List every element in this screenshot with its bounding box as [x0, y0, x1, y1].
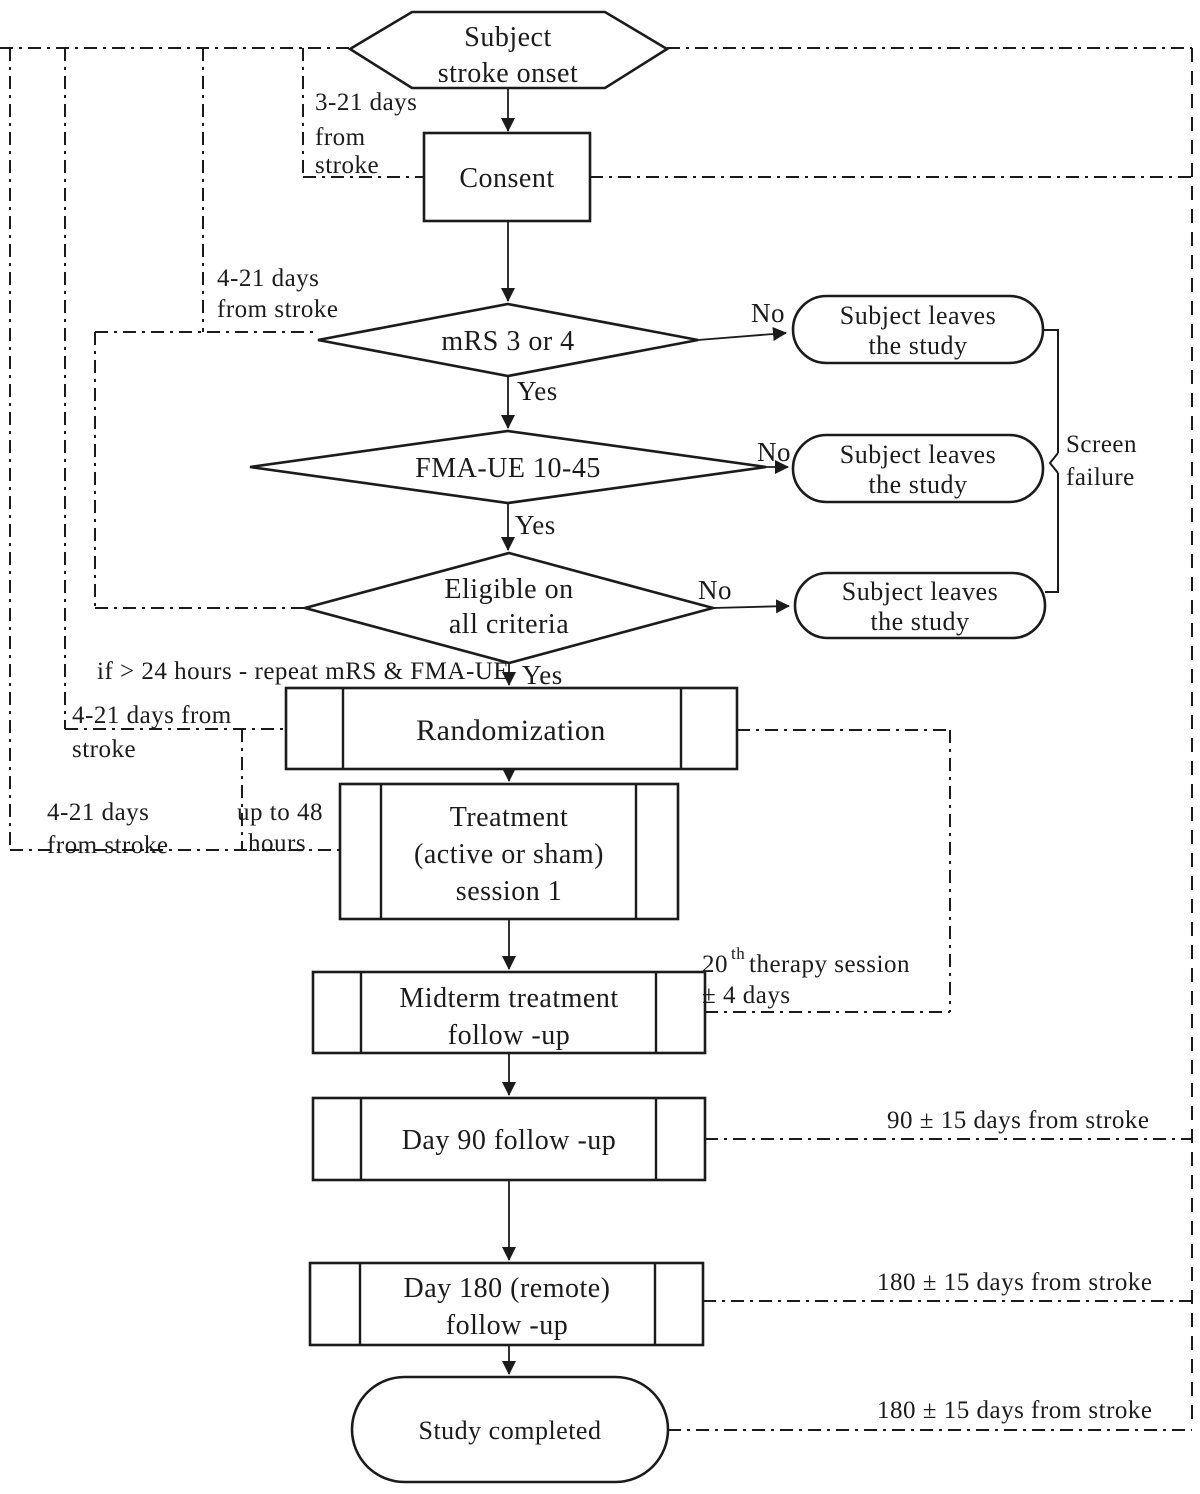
arrow-mrs-no — [697, 327, 787, 342]
fma-diamond — [249, 429, 767, 505]
screen-failure-brace — [1048, 452, 1059, 474]
leave-study-1-stadium — [791, 294, 1045, 365]
ann-4-21-screen-1: 4-21 days — [217, 265, 319, 292]
treatment-box — [338, 782, 680, 921]
ann-day180-window: 180 ± 15 days from stroke — [877, 1269, 1153, 1296]
no-label-3: No — [698, 575, 732, 605]
leave-study-1-label-1: Subject leaves — [840, 301, 996, 330]
leave-study-1-label-2: the study — [868, 331, 967, 360]
mrs-label: mRS 3 or 4 — [441, 326, 574, 357]
randomization-label: Randomization — [416, 714, 606, 747]
node-mrs-decision: mRS 3 or 4 — [317, 302, 699, 378]
ann-4-21-treat-2: from stroke — [47, 832, 168, 859]
midterm-box — [311, 970, 707, 1055]
node-stroke-onset: Subject stroke onset — [347, 10, 670, 90]
day180-box — [308, 1261, 705, 1347]
leave-study-2-label-2: the study — [868, 470, 967, 499]
screen-failure-label-1: Screen — [1066, 431, 1137, 458]
leave-study-3-stadium — [793, 571, 1047, 640]
day90-box — [311, 1096, 707, 1182]
no-label-2: No — [757, 437, 791, 467]
yes-label-3: Yes — [522, 660, 563, 690]
treatment-label-3: session 1 — [456, 876, 562, 907]
treatment-label-2: (active or sham) — [414, 839, 604, 870]
node-day90-followup: Day 90 follow -up — [311, 1096, 707, 1182]
eligible-label-1: Eligible on — [444, 574, 573, 605]
midterm-label-2: follow -up — [448, 1020, 570, 1051]
arrow-eligible-no — [712, 599, 790, 614]
yes-label-1: Yes — [517, 376, 558, 406]
ann-4-21-rand-1: 4-21 days from — [72, 702, 232, 729]
stroke-onset-hexagon — [347, 10, 670, 90]
ann-up-to-48-1: up to 48 — [237, 799, 323, 826]
day180-label-1: Day 180 (remote) — [403, 1273, 610, 1304]
node-consent: Consent — [422, 131, 592, 223]
eligible-label-2: all criteria — [449, 609, 569, 640]
consent-box — [422, 131, 592, 223]
completed-label: Study completed — [419, 1416, 602, 1445]
mrs-diamond — [317, 302, 699, 378]
randomization-box — [284, 686, 739, 771]
no-label-1: No — [751, 298, 785, 328]
day180-label-2: follow -up — [446, 1310, 568, 1341]
ann-3-21-days-3: stroke — [315, 152, 379, 179]
ann-completed-window: 180 ± 15 days from stroke — [877, 1397, 1153, 1424]
ann-session20-num: 20 — [702, 951, 728, 978]
ann-4-21-screen-2: from stroke — [217, 296, 338, 323]
consent-label: Consent — [459, 163, 554, 194]
leave-study-3-label-1: Subject leaves — [842, 577, 998, 606]
treatment-label-1: Treatment — [450, 802, 569, 833]
leave-study-3-label-2: the study — [870, 607, 969, 636]
edge-labels: Yes Yes Yes No No No Screen failure — [515, 298, 1137, 690]
screen-failure-line — [1043, 329, 1059, 593]
ann-session20-line2: ± 4 days — [702, 982, 791, 1009]
midterm-label-1: Midterm treatment — [399, 983, 618, 1014]
ann-session20-rest: therapy session — [749, 951, 910, 978]
node-day180-followup: Day 180 (remote) follow -up — [308, 1261, 705, 1347]
ann-4-21-treat-1: 4-21 days — [47, 799, 149, 826]
ann-session20: 20 th therapy session ± 4 days — [702, 944, 910, 1009]
flow-arrows — [501, 88, 790, 1375]
ann-session20-sup: th — [731, 944, 745, 963]
node-leave-study-2: Subject leaves the study — [791, 433, 1045, 504]
node-eligible-decision: Eligible on all criteria — [300, 551, 718, 665]
ann-up-to-48-2: hours — [248, 830, 306, 857]
ann-repeat-note: if > 24 hours - repeat mRS & FMA-UE — [97, 658, 509, 685]
screen-failure-label-2: failure — [1066, 464, 1135, 491]
node-leave-study-1: Subject leaves the study — [791, 294, 1045, 365]
screen-failure-connector — [1043, 329, 1059, 593]
completed-stadium — [350, 1375, 670, 1484]
fma-label: FMA-UE 10-45 — [415, 453, 601, 484]
node-randomization: Randomization — [284, 686, 739, 771]
eligible-diamond — [300, 551, 718, 665]
node-leave-study-3: Subject leaves the study — [793, 571, 1047, 640]
ann-3-21-days-1: 3-21 days — [315, 89, 417, 116]
ann-4-21-rand-2: stroke — [72, 736, 136, 763]
leave-study-2-label-1: Subject leaves — [840, 440, 996, 469]
node-study-completed: Study completed — [350, 1375, 670, 1484]
node-treatment-session1: Treatment (active or sham) session 1 — [338, 782, 680, 921]
timeline-guides — [0, 47, 1193, 1431]
stroke-onset-label-1: Subject — [464, 22, 552, 53]
node-fma-decision: FMA-UE 10-45 — [249, 429, 767, 505]
node-midterm-followup: Midterm treatment follow -up — [311, 970, 707, 1055]
ann-day90-window: 90 ± 15 days from stroke — [887, 1107, 1150, 1134]
day90-label: Day 90 follow -up — [402, 1125, 617, 1156]
ann-3-21-days-2: from — [315, 124, 366, 151]
stroke-onset-label-2: stroke onset — [438, 58, 579, 89]
yes-label-2: Yes — [515, 510, 556, 540]
timeline-annotations: 3-21 days from stroke 4-21 days from str… — [47, 89, 1153, 1424]
leave-study-2-stadium — [791, 433, 1045, 504]
